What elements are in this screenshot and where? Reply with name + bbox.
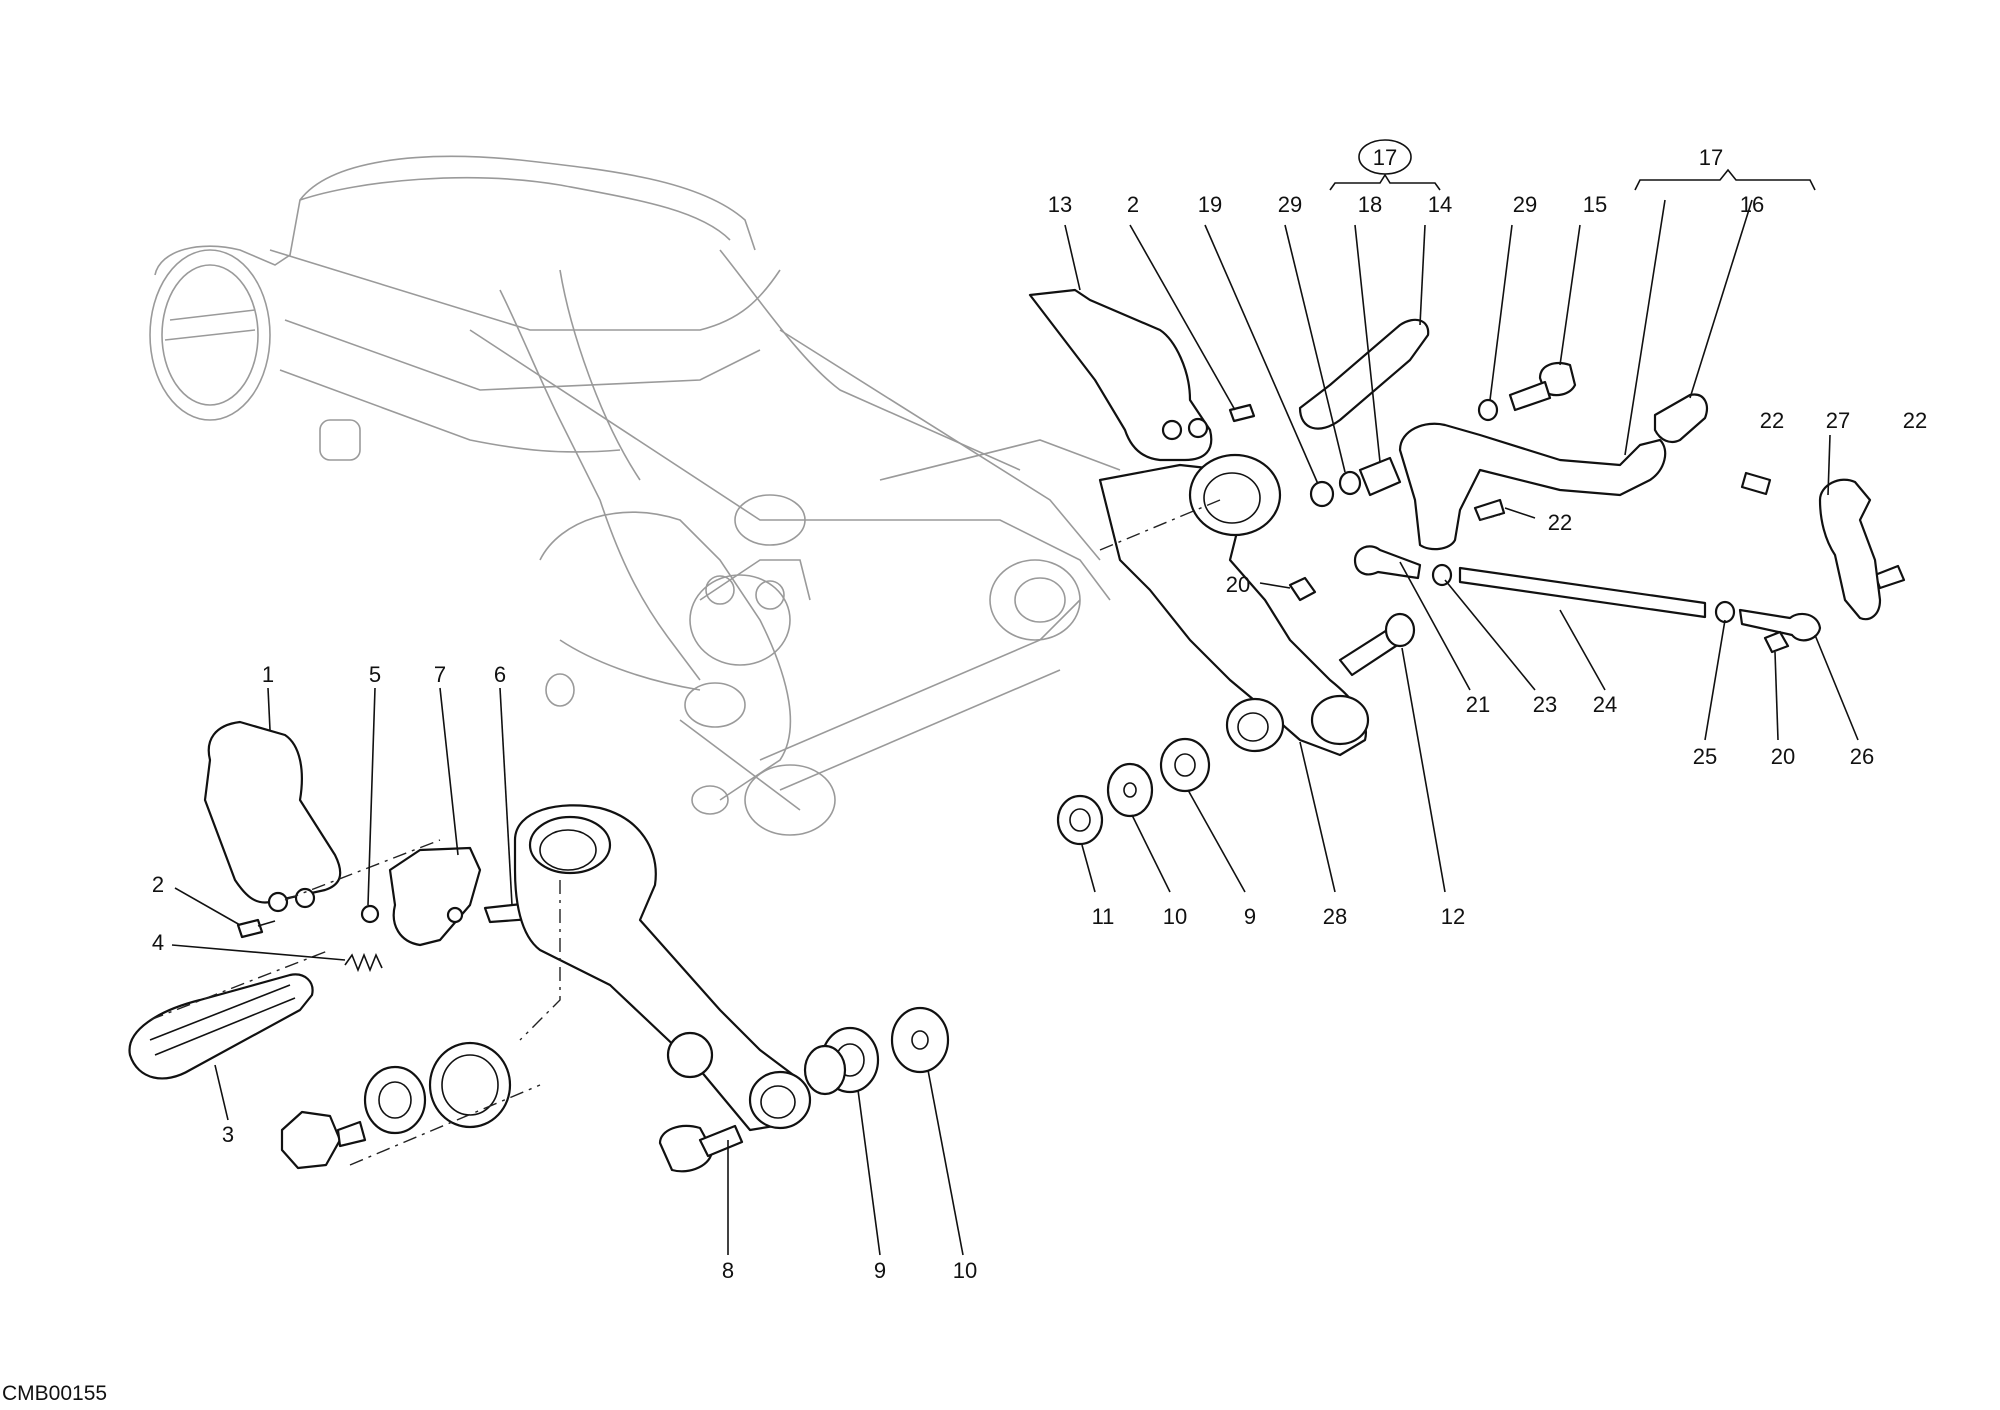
- callout-labels: 1 2 4 5 7 6 3 8 9 10 11 10 9 28 12 13 2 …: [152, 145, 1927, 1283]
- right-footrest-assembly: [1028, 288, 1906, 846]
- callout-11: 11: [1092, 904, 1115, 929]
- callout-20a: 20: [1226, 572, 1250, 597]
- callout-13: 13: [1048, 192, 1072, 217]
- callout-2: 2: [152, 872, 164, 897]
- callout-18: 18: [1358, 192, 1382, 217]
- callout-16: 16: [1740, 192, 1764, 217]
- callout-7: 7: [434, 662, 446, 687]
- callout-1: 1: [262, 662, 274, 687]
- callout-9b: 9: [1244, 904, 1256, 929]
- callout-19: 19: [1198, 192, 1222, 217]
- callout-10b: 10: [1163, 904, 1187, 929]
- callout-8: 8: [722, 1258, 734, 1283]
- callout-9: 9: [874, 1258, 886, 1283]
- callout-10: 10: [953, 1258, 977, 1283]
- left-footrest-assembly: [128, 720, 950, 1173]
- callout-4: 4: [152, 930, 164, 955]
- callout-2b: 2: [1127, 192, 1139, 217]
- callout-24: 24: [1593, 692, 1617, 717]
- callout-22c: 22: [1548, 510, 1572, 535]
- callout-22a: 22: [1760, 408, 1784, 433]
- callout-22b: 22: [1903, 408, 1927, 433]
- callout-3: 3: [222, 1122, 234, 1147]
- callout-21: 21: [1466, 692, 1490, 717]
- leader-lines: [171, 139, 1859, 1256]
- callout-27: 27: [1826, 408, 1850, 433]
- callout-17-group: 17: [1699, 145, 1723, 170]
- callout-12: 12: [1441, 904, 1465, 929]
- callout-6: 6: [494, 662, 506, 687]
- heel-guard-part: [203, 720, 342, 904]
- callout-25: 25: [1693, 744, 1717, 769]
- callout-23: 23: [1533, 692, 1557, 717]
- callout-15: 15: [1583, 192, 1607, 217]
- callout-20b: 20: [1771, 744, 1795, 769]
- callout-29b: 29: [1513, 192, 1537, 217]
- callout-28: 28: [1323, 904, 1347, 929]
- callout-5: 5: [369, 662, 381, 687]
- callout-14: 14: [1428, 192, 1452, 217]
- callout-26: 26: [1850, 744, 1874, 769]
- drawing-code: CMB00155: [2, 1382, 107, 1405]
- callout-29: 29: [1278, 192, 1302, 217]
- frame-background: [149, 155, 1121, 836]
- callout-17-circled: 17: [1373, 145, 1397, 170]
